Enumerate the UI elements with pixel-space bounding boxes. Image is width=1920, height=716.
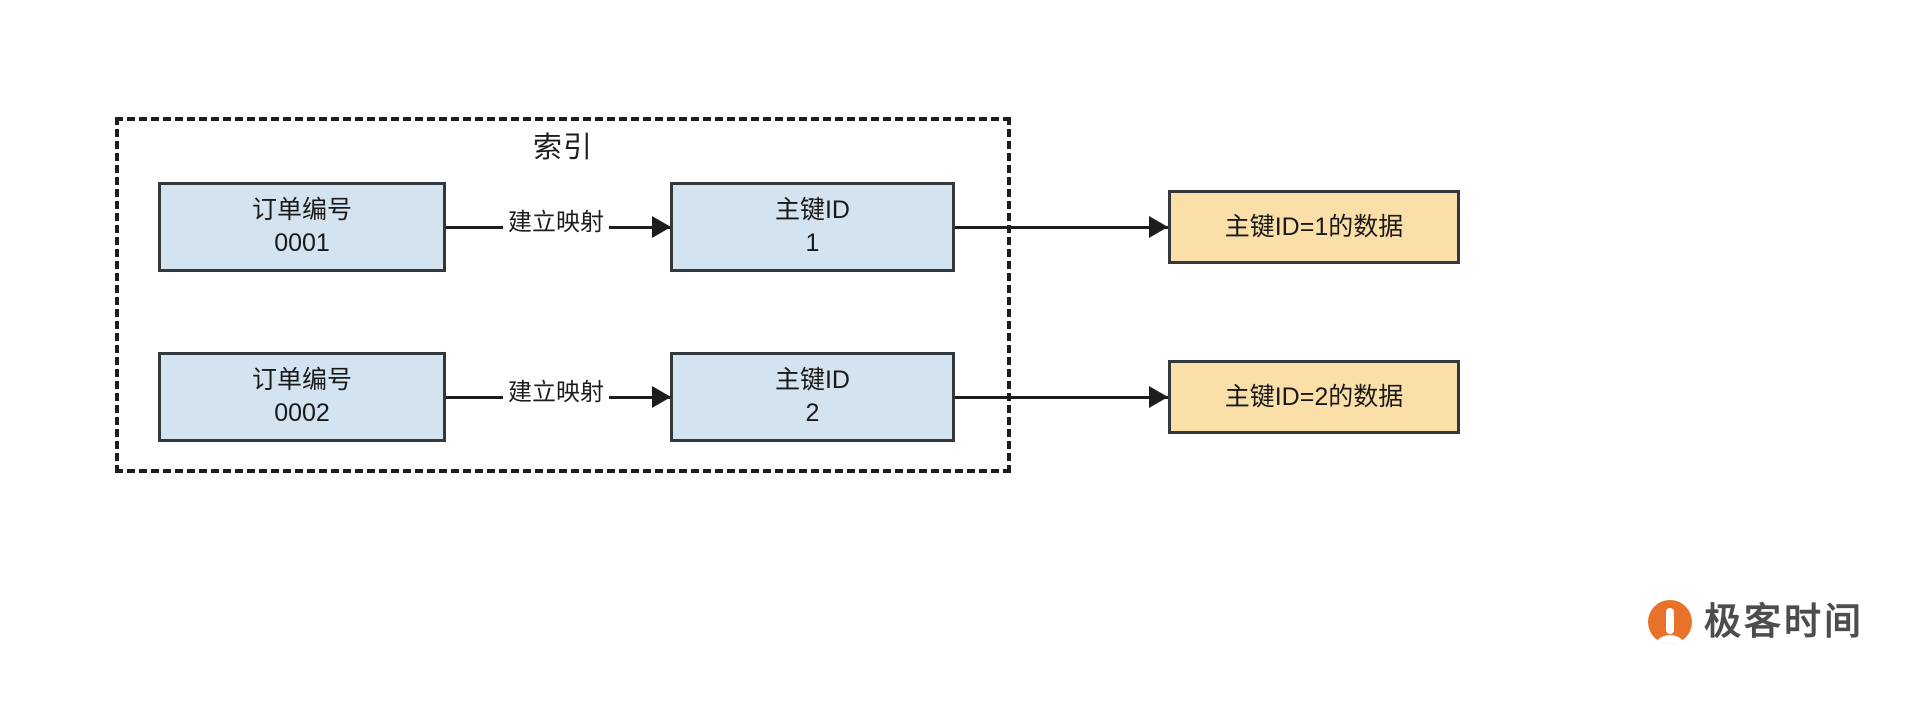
primary-key-box-row2: 主键ID 2 [670,352,955,442]
brand-watermark: 极客时间 [1648,600,1864,644]
order-number-box-row2-label: 订单编号 [251,366,352,394]
mapping-connector-row1-arrowhead [652,216,671,238]
mapping-connector-row1-label: 建立映射 [503,208,609,238]
data-connector-row2-arrowhead [1149,386,1168,408]
row-data-box-row1-label: 主键ID=1的数据 [1224,212,1404,241]
index-group-boundary [115,117,1011,473]
primary-key-box-row2-label: 主键ID [774,366,850,394]
order-number-box-row1: 订单编号 0001 [158,182,446,272]
primary-key-box-row1-label: 主键ID [774,196,850,224]
data-connector-row1-line [955,226,1170,229]
brand-name: 极客时间 [1704,601,1864,642]
row-data-box-row2-label: 主键ID=2的数据 [1224,382,1404,411]
mapping-connector-row2-arrowhead [652,386,671,408]
order-number-box-row1-value: 0001 [274,229,330,257]
geekbang-logo-icon [1648,600,1692,644]
row-data-box-row1: 主键ID=1的数据 [1168,190,1460,264]
data-connector-row2-line [955,396,1170,399]
data-connector-row1-arrowhead [1149,216,1168,238]
order-number-box-row2: 订单编号 0002 [158,352,446,442]
order-number-box-row2-value: 0002 [274,399,330,427]
mapping-connector-row2-label: 建立映射 [503,378,609,408]
primary-key-box-row1: 主键ID 1 [670,182,955,272]
index-group-title: 索引 [532,132,593,164]
row-data-box-row2: 主键ID=2的数据 [1168,360,1460,434]
primary-key-box-row1-value: 1 [805,229,820,257]
primary-key-box-row2-value: 2 [805,399,820,427]
order-number-box-row1-label: 订单编号 [251,196,352,224]
